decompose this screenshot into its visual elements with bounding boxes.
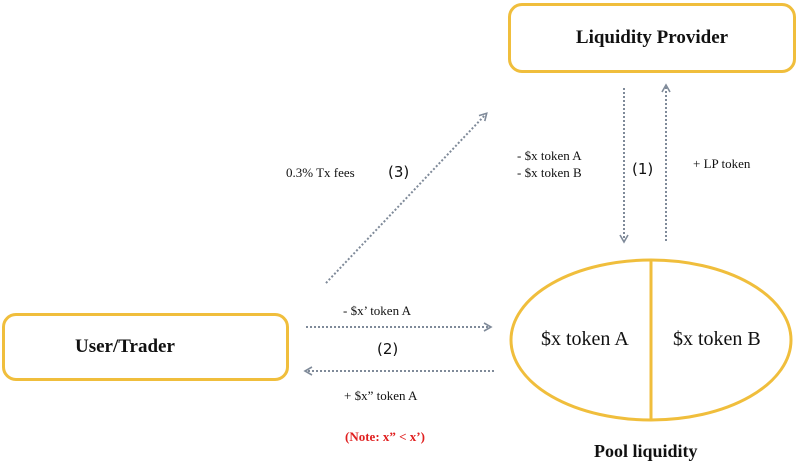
liquidity-provider-box: Liquidity Provider: [508, 3, 796, 73]
pool-liquidity-caption: Pool liquidity: [594, 441, 698, 461]
provide-token-b-label: - $x token B: [517, 165, 582, 180]
pool-token-a-label: $x token A: [541, 328, 629, 350]
step-2-label: (2): [377, 340, 399, 358]
note-label: (Note: x” < x’): [345, 429, 425, 444]
pool-token-b-label: $x token B: [673, 328, 761, 350]
step-3-label: (3): [388, 163, 410, 181]
trade-out-label: + $x” token A: [344, 388, 418, 403]
trade-in-label: - $x’ token A: [343, 303, 411, 318]
step-1-label: (1): [632, 160, 654, 178]
tx-fees-label: 0.3% Tx fees: [286, 165, 355, 180]
lp-token-label: + LP token: [693, 156, 751, 171]
provide-token-a-label: - $x token A: [517, 148, 582, 163]
arrow-tx-fees: [325, 112, 488, 284]
user-trader-box: User/Trader: [2, 313, 289, 381]
user-trader-label: User/Trader: [75, 336, 175, 357]
liquidity-provider-label: Liquidity Provider: [575, 27, 729, 48]
